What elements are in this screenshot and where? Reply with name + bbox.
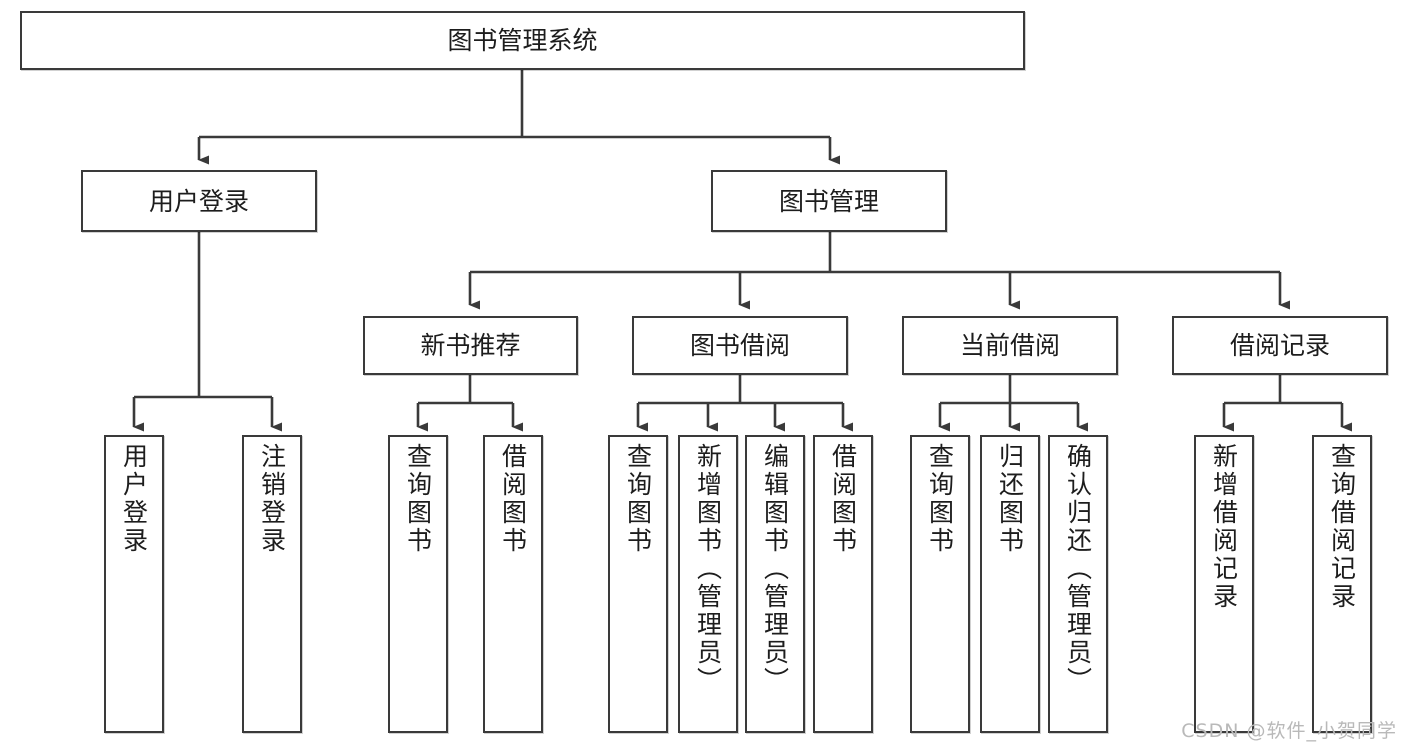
node-book-management-label: 图书管理 bbox=[778, 186, 879, 216]
leaf-add-book-admin-label: 新增图书（管理员） bbox=[693, 443, 723, 695]
leaf-edit-book-admin[interactable]: 编辑图书（管理员） bbox=[745, 435, 805, 733]
node-borrow-records-label: 借阅记录 bbox=[1229, 331, 1330, 360]
leaf-add-book-admin[interactable]: 新增图书（管理员） bbox=[678, 435, 738, 733]
leaf-borrow-books-label: 借阅图书 bbox=[828, 443, 858, 555]
leaf-borrow-books[interactable]: 借阅图书 bbox=[813, 435, 873, 733]
node-book-borrow[interactable]: 图书借阅 bbox=[632, 316, 848, 375]
node-user-login-label: 用户登录 bbox=[148, 186, 249, 216]
leaf-return-books[interactable]: 归还图书 bbox=[980, 435, 1040, 733]
node-book-borrow-label: 图书借阅 bbox=[689, 331, 790, 360]
node-borrow-records[interactable]: 借阅记录 bbox=[1172, 316, 1388, 375]
node-new-book-recommend[interactable]: 新书推荐 bbox=[363, 316, 578, 375]
leaf-add-borrow-record-label: 新增借阅记录 bbox=[1209, 443, 1239, 611]
leaf-user-login[interactable]: 用户登录 bbox=[104, 435, 164, 733]
node-user-login[interactable]: 用户登录 bbox=[81, 170, 317, 232]
node-current-borrow-label: 当前借阅 bbox=[959, 331, 1060, 360]
leaf-query-books[interactable]: 查询图书 bbox=[608, 435, 668, 733]
node-root-label: 图书管理系统 bbox=[447, 26, 598, 55]
leaf-logout-label: 注销登录 bbox=[257, 443, 287, 555]
node-current-borrow[interactable]: 当前借阅 bbox=[902, 316, 1118, 375]
leaf-query-books-label: 查询图书 bbox=[623, 443, 653, 555]
leaf-borrow-books-recommend-label: 借阅图书 bbox=[498, 443, 528, 555]
node-new-book-recommend-label: 新书推荐 bbox=[420, 331, 521, 360]
leaf-query-books-recommend-label: 查询图书 bbox=[403, 443, 433, 555]
leaf-query-borrow-record[interactable]: 查询借阅记录 bbox=[1312, 435, 1372, 733]
leaf-confirm-return-admin[interactable]: 确认归还（管理员） bbox=[1048, 435, 1108, 733]
leaf-query-books-current[interactable]: 查询图书 bbox=[910, 435, 970, 733]
leaf-user-login-label: 用户登录 bbox=[119, 443, 149, 555]
leaf-return-books-label: 归还图书 bbox=[995, 443, 1025, 555]
leaf-edit-book-admin-label: 编辑图书（管理员） bbox=[760, 443, 790, 695]
node-book-management[interactable]: 图书管理 bbox=[711, 170, 947, 232]
leaf-add-borrow-record[interactable]: 新增借阅记录 bbox=[1194, 435, 1254, 733]
leaf-query-borrow-record-label: 查询借阅记录 bbox=[1327, 443, 1357, 611]
leaf-query-books-recommend[interactable]: 查询图书 bbox=[388, 435, 448, 733]
leaf-borrow-books-recommend[interactable]: 借阅图书 bbox=[483, 435, 543, 733]
leaf-query-books-current-label: 查询图书 bbox=[925, 443, 955, 555]
node-root[interactable]: 图书管理系统 bbox=[20, 11, 1025, 70]
leaf-confirm-return-admin-label: 确认归还（管理员） bbox=[1063, 443, 1093, 695]
leaf-logout[interactable]: 注销登录 bbox=[242, 435, 302, 733]
